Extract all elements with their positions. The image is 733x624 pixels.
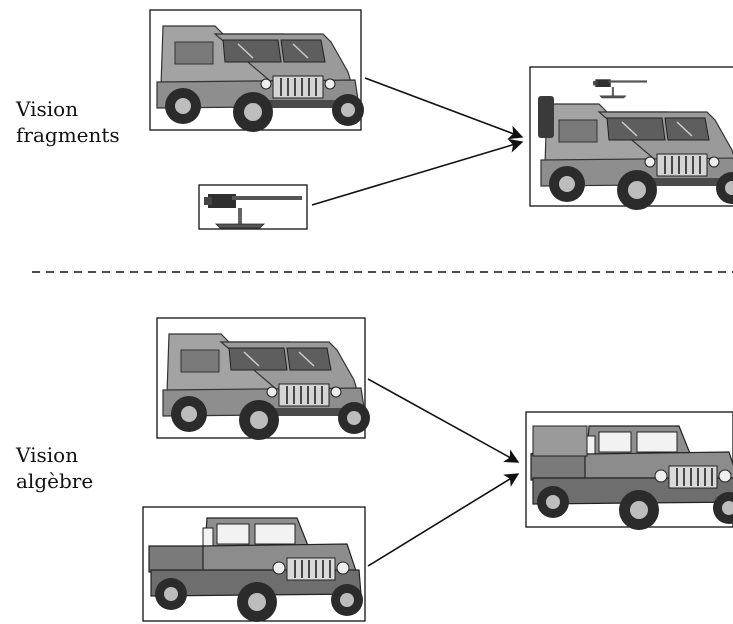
label-line-1: Vision bbox=[16, 443, 79, 467]
label-vision-algebre: Vision algèbre bbox=[16, 442, 93, 494]
output-image-closed-humvee bbox=[525, 411, 733, 531]
input-image-pickup bbox=[142, 506, 366, 623]
arrow-gun-to-armed bbox=[311, 138, 524, 206]
input-image-hardtop-bottom bbox=[156, 317, 371, 441]
arrow-hardtop-to-closed bbox=[367, 378, 520, 463]
label-line-2: algèbre bbox=[16, 469, 94, 493]
output-image-armed-humvee bbox=[529, 66, 733, 211]
arrow-hardtop-to-armed bbox=[364, 77, 524, 140]
arrow-pickup-to-closed bbox=[367, 473, 520, 567]
input-image-hardtop-top bbox=[149, 9, 365, 133]
label-line-1: Vision bbox=[16, 97, 79, 121]
label-line-2: fragments bbox=[16, 123, 120, 147]
input-image-gun bbox=[198, 184, 308, 230]
label-vision-fragments: Vision fragments bbox=[16, 96, 120, 148]
